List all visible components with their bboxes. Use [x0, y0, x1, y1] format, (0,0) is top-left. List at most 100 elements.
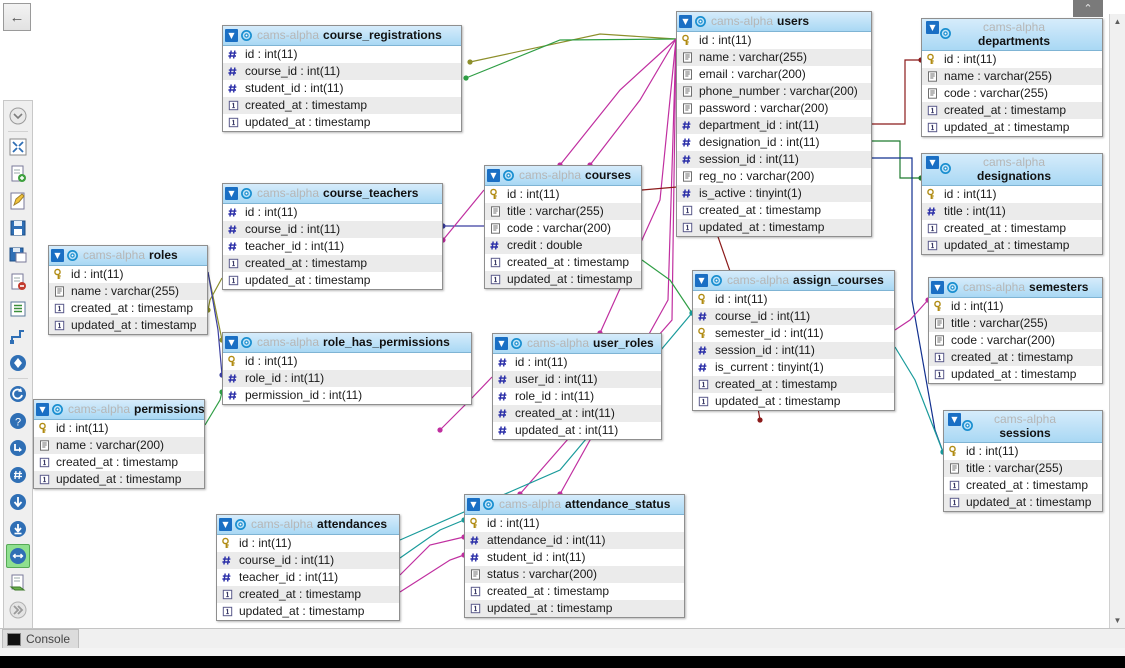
column-row[interactable]: student_id : int(11)	[465, 549, 684, 566]
fast-forward-icon[interactable]	[6, 598, 30, 622]
column-row[interactable]: created_at : timestamp	[49, 300, 207, 317]
collapse-toggle-icon[interactable]: ▼	[948, 413, 961, 426]
column-row[interactable]: created_at : timestamp	[693, 376, 894, 393]
relationship-permissions-rolehas[interactable]	[204, 391, 223, 426]
column-row[interactable]: role_id : int(11)	[223, 370, 471, 387]
column-row[interactable]: created_at : timestamp	[465, 583, 684, 600]
download-icon[interactable]	[6, 517, 30, 541]
relationship-users-courses-b[interactable]	[589, 38, 677, 166]
column-row[interactable]: attendance_id : int(11)	[465, 532, 684, 549]
column-row[interactable]: name : varchar(200)	[34, 437, 204, 454]
column-row[interactable]: id : int(11)	[465, 515, 684, 532]
expand-collapse-icon[interactable]	[6, 104, 30, 128]
column-row[interactable]: id : int(11)	[217, 535, 399, 552]
collapse-toggle-icon[interactable]: ▼	[926, 156, 939, 169]
collapse-toggle-icon[interactable]: ▼	[695, 274, 708, 287]
help-icon[interactable]: ?	[6, 409, 30, 433]
column-row[interactable]: title : int(11)	[922, 203, 1102, 220]
grid-icon[interactable]	[6, 463, 30, 487]
column-row[interactable]: code : varchar(200)	[929, 332, 1102, 349]
column-row[interactable]: teacher_id : int(11)	[223, 238, 442, 255]
layer-icon[interactable]	[6, 436, 30, 460]
column-row[interactable]: designation_id : int(11)	[677, 134, 871, 151]
column-row[interactable]: title : varchar(255)	[929, 315, 1102, 332]
column-row[interactable]: credit : double	[485, 237, 641, 254]
new-document-icon[interactable]	[6, 162, 30, 186]
relationship-roles-rolehas[interactable]	[207, 271, 223, 341]
collapse-toggle-icon[interactable]: ▼	[926, 21, 939, 34]
column-row[interactable]: student_id : int(11)	[223, 80, 461, 97]
column-row[interactable]: title : varchar(255)	[485, 203, 641, 220]
column-row[interactable]: session_id : int(11)	[693, 342, 894, 359]
relationship-users-course_registrations[interactable]	[469, 33, 677, 63]
relationship-roles-rolehas-2[interactable]	[207, 271, 223, 376]
column-row[interactable]: updated_at : timestamp	[34, 471, 204, 488]
column-row[interactable]: teacher_id : int(11)	[217, 569, 399, 586]
relationship-users-designations[interactable]	[872, 140, 921, 179]
column-row[interactable]: name : varchar(255)	[677, 49, 871, 66]
column-row[interactable]: is_active : tinyint(1)	[677, 185, 871, 202]
column-row[interactable]: created_at : timestamp	[929, 349, 1102, 366]
collapse-toggle-icon[interactable]: ▼	[225, 29, 238, 42]
relationship-users-departments[interactable]	[872, 59, 921, 125]
column-row[interactable]: id : int(11)	[34, 420, 204, 437]
column-row[interactable]: id : int(11)	[929, 298, 1102, 315]
column-row[interactable]: created_at : timestamp	[34, 454, 204, 471]
place-document-icon[interactable]	[6, 571, 30, 595]
column-row[interactable]: code : varchar(255)	[922, 85, 1102, 102]
column-row[interactable]: id : int(11)	[493, 354, 661, 371]
column-row[interactable]: id : int(11)	[677, 32, 871, 49]
column-row[interactable]: updated_at : timestamp	[944, 494, 1102, 511]
relationship-assign-semesters[interactable]	[894, 299, 929, 331]
column-row[interactable]: updated_at : timestamp	[49, 317, 207, 334]
column-row[interactable]: updated_at : timestamp	[922, 237, 1102, 254]
column-row[interactable]: role_id : int(11)	[493, 388, 661, 405]
relationship-courseteachers-roles[interactable]	[207, 277, 223, 311]
column-row[interactable]: updated_at : timestamp	[677, 219, 871, 236]
relationship-users-courses-a[interactable]	[559, 38, 677, 166]
column-row[interactable]: user_id : int(11)	[493, 371, 661, 388]
column-row[interactable]: created_at : timestamp	[677, 202, 871, 219]
column-row[interactable]: created_at : timestamp	[922, 102, 1102, 119]
column-row[interactable]: name : varchar(255)	[49, 283, 207, 300]
collapse-toggle-icon[interactable]: ▼	[225, 336, 238, 349]
column-row[interactable]: created_at : timestamp	[223, 97, 461, 114]
route-icon[interactable]	[6, 324, 30, 348]
column-row[interactable]: course_id : int(11)	[223, 221, 442, 238]
collapse-toggle-icon[interactable]: ▼	[495, 337, 508, 350]
column-row[interactable]: title : varchar(255)	[944, 460, 1102, 477]
console-tab[interactable]: Console	[2, 629, 80, 648]
column-row[interactable]: created_at : timestamp	[922, 220, 1102, 237]
relationship-courses-courseregs[interactable]	[442, 189, 485, 241]
vertical-scrollbar[interactable]: ▲ ▼	[1109, 14, 1125, 628]
collapse-toggle-icon[interactable]: ▼	[36, 403, 49, 416]
column-row[interactable]: created_at : timestamp	[944, 477, 1102, 494]
column-row[interactable]: semester_id : int(11)	[693, 325, 894, 342]
collapse-toggle-icon[interactable]: ▼	[487, 169, 500, 182]
column-row[interactable]: permission_id : int(11)	[223, 387, 471, 404]
scroll-down-icon[interactable]: ▼	[1110, 613, 1125, 628]
column-row[interactable]: phone_number : varchar(200)	[677, 83, 871, 100]
column-row[interactable]: department_id : int(11)	[677, 117, 871, 134]
column-row[interactable]: updated_at : timestamp	[465, 600, 684, 617]
collapse-toggle-icon[interactable]: ▼	[51, 249, 64, 262]
